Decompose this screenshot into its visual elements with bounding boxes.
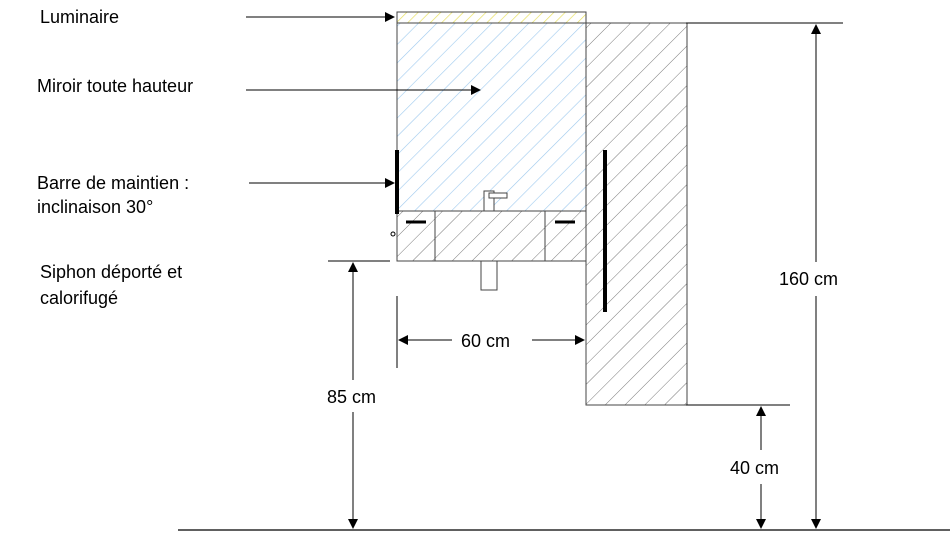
wall-shape bbox=[585, 22, 688, 406]
label-luminaire: Luminaire bbox=[40, 7, 119, 27]
label-mirror: Miroir toute hauteur bbox=[37, 76, 193, 96]
dim-label-60: 60 cm bbox=[461, 331, 510, 351]
dim-label-40: 40 cm bbox=[730, 458, 779, 478]
dim-label-85: 85 cm bbox=[327, 387, 376, 407]
faucet-spout bbox=[488, 192, 508, 199]
luminaire-shape bbox=[396, 11, 587, 24]
dim-label-160: 160 cm bbox=[779, 269, 838, 289]
mirror-shape bbox=[396, 22, 587, 212]
vanity-knob bbox=[390, 231, 396, 237]
label-siphon-line1: Siphon déporté et bbox=[40, 262, 182, 282]
label-siphon-line2: calorifugé bbox=[40, 288, 118, 308]
label-grab-bar-line2: inclinaison 30° bbox=[37, 197, 153, 217]
siphon-shape bbox=[480, 260, 498, 291]
faucet-icon bbox=[483, 190, 495, 212]
vanity-shape bbox=[396, 210, 587, 262]
label-grab-bar-line1: Barre de maintien : bbox=[37, 173, 189, 193]
